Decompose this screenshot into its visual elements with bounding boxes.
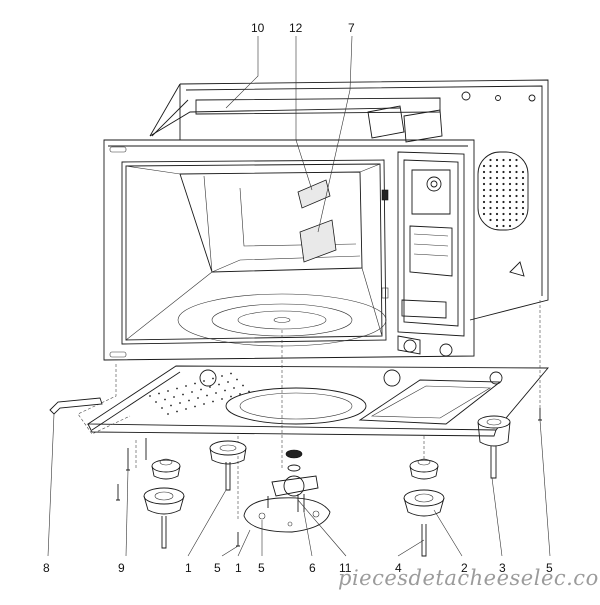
assembly-guides — [77, 300, 541, 520]
callout-8: 8 — [43, 561, 50, 575]
callout-2: 2 — [461, 561, 468, 575]
fan-grille — [461, 91, 536, 277]
callout-1-center: 1 — [235, 561, 242, 575]
callout-1-left: 1 — [185, 561, 192, 575]
foot-left — [209, 440, 247, 491]
callout-10: 10 — [251, 21, 265, 35]
leader-lines — [47, 35, 551, 557]
callout-9: 9 — [118, 561, 125, 575]
screws — [116, 408, 542, 547]
callout-12: 12 — [289, 21, 303, 35]
callout-4: 4 — [395, 561, 402, 575]
waveguide-parts — [297, 179, 337, 263]
roller-support-left — [143, 458, 185, 549]
callout-7: 7 — [348, 21, 355, 35]
outer-housing — [149, 79, 549, 321]
roller-support-right — [403, 458, 445, 557]
watermark-text: piecesdetacheeselec.com — [338, 566, 600, 590]
callout-11: 11 — [339, 561, 352, 575]
callout-5-left: 5 — [214, 561, 221, 575]
callout-3: 3 — [499, 561, 506, 575]
foot-right — [477, 415, 511, 479]
callout-6: 6 — [309, 561, 316, 575]
callout-5-right: 5 — [546, 561, 553, 575]
turntable-motor — [243, 449, 331, 533]
base-plate — [86, 365, 549, 437]
callout-5-center: 5 — [258, 561, 265, 575]
cavity-front-frame — [103, 139, 475, 361]
control-bracket — [367, 105, 465, 357]
